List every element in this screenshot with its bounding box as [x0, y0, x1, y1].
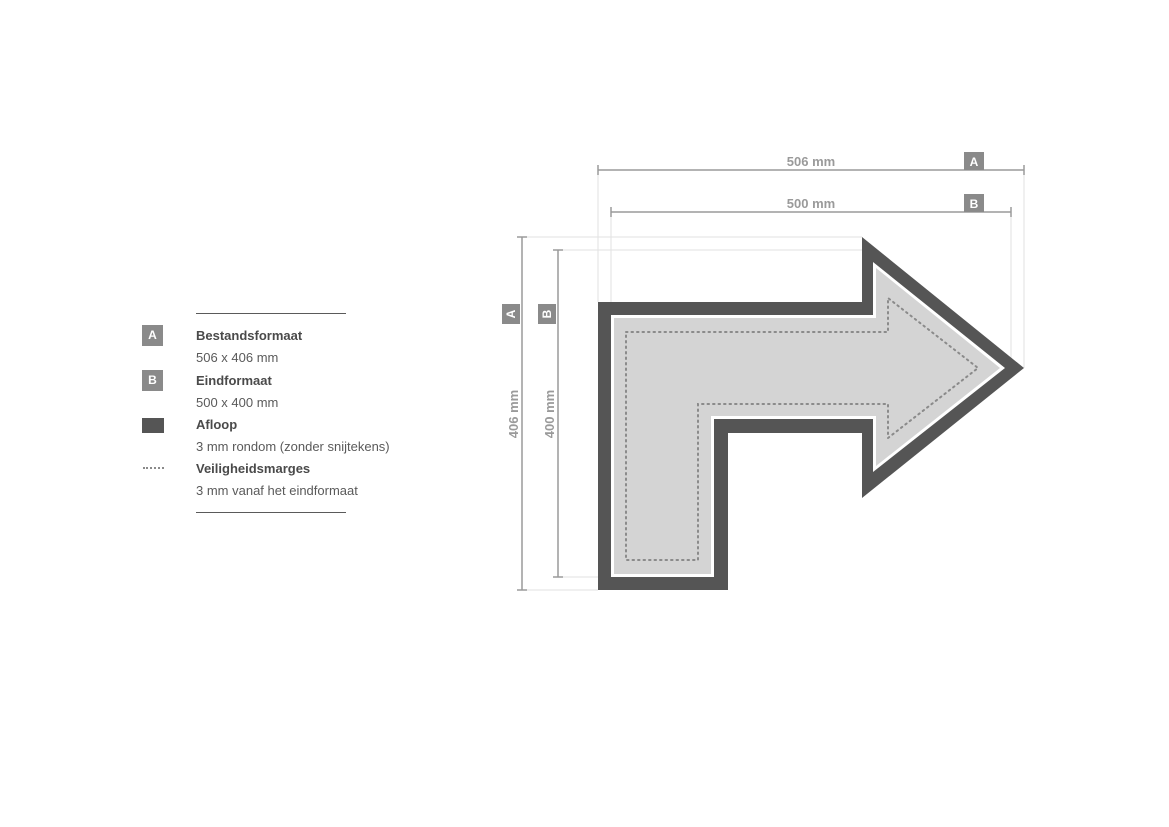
- dimension-width-b-tag: B: [970, 197, 979, 211]
- dimension-width-a: A 506 mm: [597, 152, 1025, 175]
- legend-safety-dotted-line: [143, 467, 164, 469]
- dimension-height-b: B 400 mm: [538, 249, 563, 578]
- dimension-width-a-tag: A: [970, 155, 979, 169]
- legend-desc-veiligheidsmarges: 3 mm vanaf het eindformaat: [196, 483, 358, 498]
- legend-title-afloop: Afloop: [196, 417, 238, 432]
- legend: A Bestandsformaat 506 x 406 mm B Eindfor…: [0, 0, 460, 827]
- dimension-height-a-label: 406 mm: [506, 390, 521, 438]
- legend-title-veiligheidsmarges: Veiligheidsmarges: [196, 461, 311, 476]
- legend-title-bestandsformaat: Bestandsformaat: [196, 328, 303, 343]
- legend-top-divider: [196, 313, 346, 314]
- legend-desc-afloop: 3 mm rondom (zonder snijtekens): [196, 439, 390, 454]
- legend-bleed-swatch: [142, 418, 164, 433]
- legend-marker-a: A: [142, 325, 163, 346]
- safety-margin-dotted-line: [625, 295, 980, 561]
- legend-bottom-divider: [196, 512, 346, 513]
- dimension-width-a-label: 506 mm: [787, 154, 835, 169]
- dimension-width-b: B 500 mm: [610, 194, 1012, 217]
- dimension-height-a: A 406 mm: [502, 236, 527, 591]
- dimension-height-b-label: 400 mm: [542, 390, 557, 438]
- arrow-fill-shape: [614, 268, 1000, 574]
- legend-marker-b: B: [142, 370, 163, 391]
- legend-desc-bestandsformaat: 506 x 406 mm: [196, 350, 279, 365]
- legend-title-eindformaat: Eindformaat: [196, 373, 272, 388]
- dimension-width-b-label: 500 mm: [787, 196, 835, 211]
- extension-lines: [520, 170, 1025, 591]
- dimension-height-b-tag: B: [540, 309, 554, 318]
- legend-desc-eindformaat: 500 x 400 mm: [196, 395, 279, 410]
- dimension-height-a-tag: A: [504, 309, 518, 318]
